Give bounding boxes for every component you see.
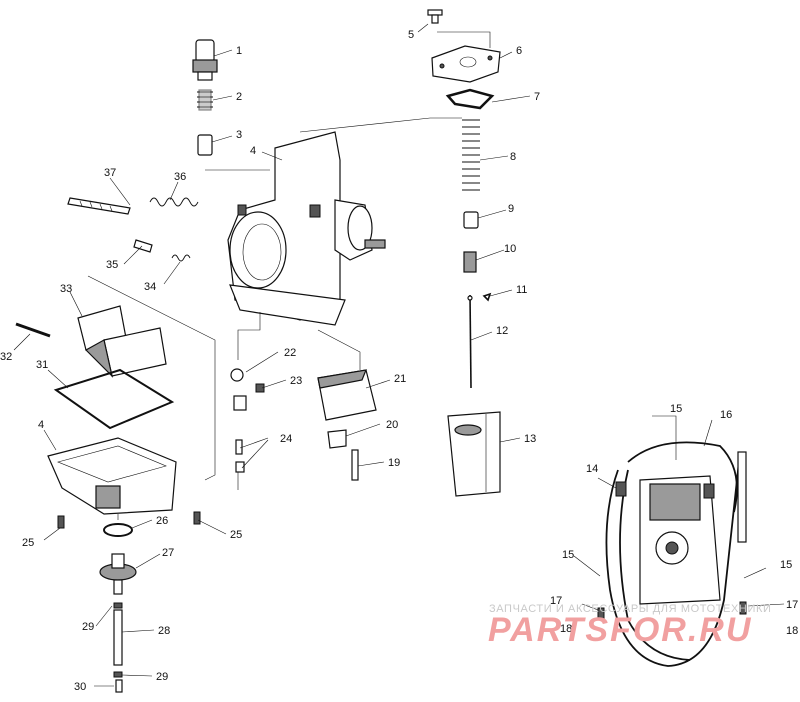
callout-15-top: 15 [670,403,682,415]
throttle-slide [447,411,501,497]
callout-11: 11 [516,284,527,296]
callout-23: 23 [290,375,302,387]
main-jet-holder [327,429,347,449]
callout-29-bottom: 29 [156,671,168,683]
jet-needle [467,294,473,389]
callout-33: 33 [60,283,72,295]
carburetor-body [227,131,386,326]
callout-25-right: 25 [230,529,242,541]
callout-2: 2 [236,91,242,103]
callout-4: 4 [250,145,256,157]
callout-32: 32 [0,351,12,363]
watermark-subtitle: ЗАПЧАСТИ И АКСЕССУАРЫ ДЛЯ МОТОТЕХНИКИ [489,603,772,615]
callout-21: 21 [394,373,406,385]
callout-22: 22 [284,347,296,359]
adjuster-spring [197,89,213,111]
spring-seat [463,211,479,229]
pilot-screw [133,239,153,253]
callout-37: 37 [104,167,116,179]
callout-5: 5 [408,29,414,41]
callout-1: 1 [236,45,242,57]
callout-8: 8 [510,151,516,163]
slide-spring [462,119,480,191]
callout-15-left: 15 [562,549,574,561]
throttle-stop-screw [67,197,131,215]
main-jet [351,449,359,481]
float [77,305,167,378]
callout-19: 19 [388,457,400,469]
hose-routing-inset [573,415,785,667]
alignment-lines [87,31,491,520]
callout-4-bowl: 4 [38,419,44,431]
callout-35: 35 [106,259,118,271]
callout-labels: 1 2 3 4 5 6 7 8 9 10 11 12 13 14 15 16 1… [0,29,798,693]
callout-25-left: 25 [22,537,34,549]
float-pin [233,395,247,411]
drain-tube [113,602,123,678]
float-bowl [47,437,177,515]
callout-20: 20 [386,419,398,431]
callout-18-left: 18 [560,623,572,635]
bowl-screws [57,511,201,529]
callout-17-right: 17 [786,599,798,611]
drain-plug [99,553,137,595]
needle-valve-seat [230,368,244,382]
callout-31: 31 [36,359,48,371]
needle-retainer [463,251,477,273]
callout-16: 16 [720,409,732,421]
top-cover [431,45,501,83]
cover-gasket [445,88,495,110]
callout-13: 13 [524,433,536,445]
screw [427,9,443,24]
callout-12: 12 [496,325,508,337]
callout-3: 3 [236,129,242,141]
callout-28: 28 [158,625,170,637]
callout-30: 30 [74,681,86,693]
callout-17-left: 17 [550,595,562,607]
callout-34: 34 [144,281,156,293]
bowl-o-ring [103,523,133,537]
callout-14: 14 [586,463,598,475]
callout-15-right: 15 [780,559,792,571]
float-bowl-gasket [53,368,175,430]
drain-fitting [115,679,123,693]
callout-6: 6 [516,45,522,57]
callout-26: 26 [156,515,168,527]
throttle-cable-adjuster [192,39,218,81]
choke-plunger [15,322,51,338]
callout-27: 27 [162,547,174,559]
watermark-logo: PARTSFOR.RU [488,611,753,649]
callout-36: 36 [174,171,186,183]
screw-23 [255,383,265,393]
callout-18-right: 18 [786,625,798,637]
stop-screw-spring [149,197,199,207]
e-clip [482,292,492,302]
callout-7: 7 [534,91,540,103]
adjuster-nut [197,134,213,156]
air-box-adapter [317,369,377,421]
leader-lines [13,23,531,687]
callout-29-top: 29 [82,621,94,633]
callout-24: 24 [280,433,292,445]
callout-9: 9 [508,203,514,215]
pilot-screw-spring [171,254,191,262]
callout-10: 10 [504,243,516,255]
